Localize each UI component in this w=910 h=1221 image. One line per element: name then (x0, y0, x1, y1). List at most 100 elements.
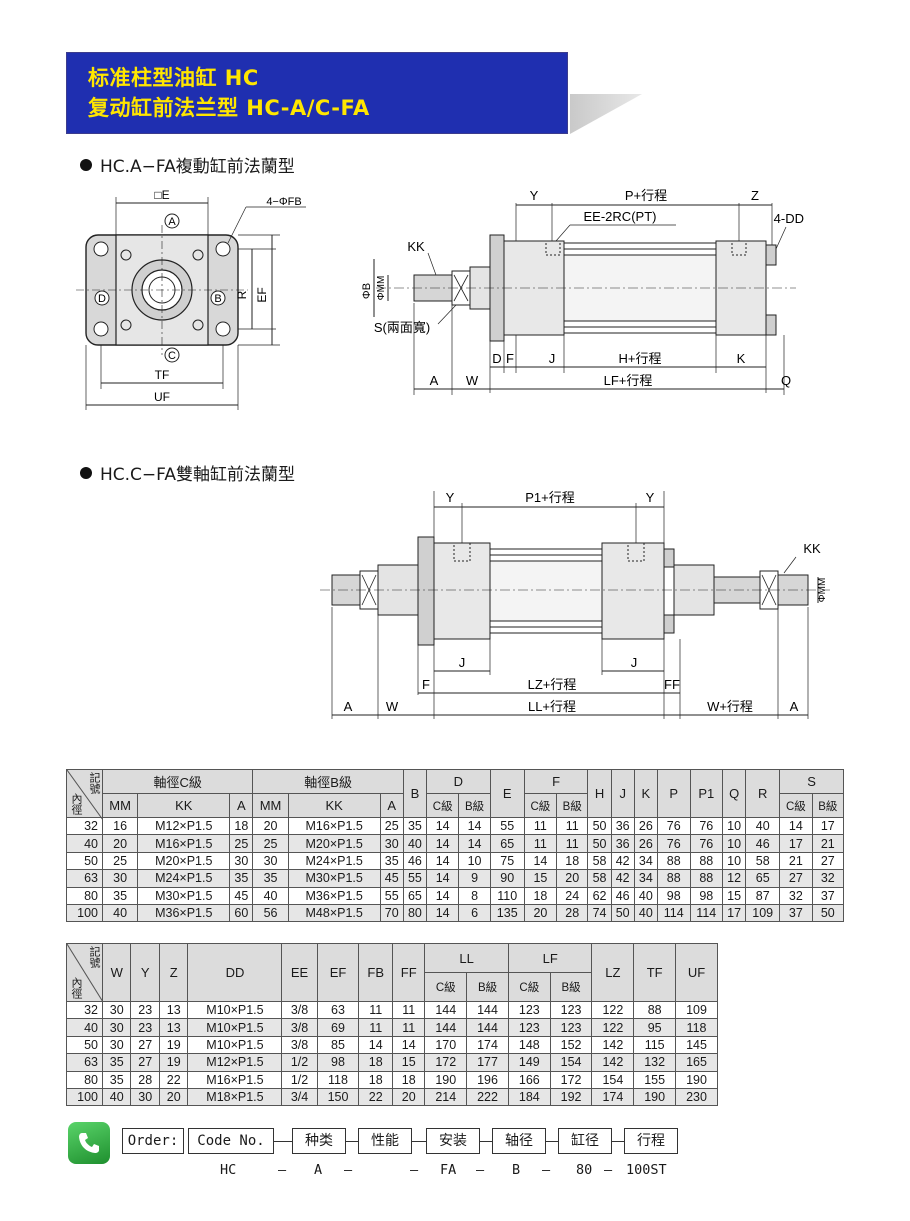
col-H: H (587, 769, 612, 818)
order-dash: — (542, 1162, 551, 1178)
table-cell: 18 (358, 1070, 394, 1089)
dim-DD: 4-DD (774, 211, 804, 226)
table-cell: 166 (507, 1070, 551, 1089)
table-cell: 98 (656, 886, 691, 905)
bore-cell: 63 (66, 1053, 103, 1072)
table-cell: 152 (549, 1035, 593, 1055)
col-B: B (402, 769, 428, 818)
double-rod-drawing: Y P1+行程 Y KK ΦMM J J F LZ+行程 FF A W LL+行… (320, 490, 830, 719)
order-value-stroke: 100ST (626, 1162, 667, 1178)
table-cell: 123 (549, 1018, 593, 1037)
dim-EF: EF (255, 287, 269, 302)
table-cell: 21 (811, 834, 845, 853)
col-D-C: C級 (426, 793, 460, 818)
bore-cell: 32 (66, 816, 103, 836)
table-cell: 6 (458, 903, 491, 923)
table-cell: 14 (426, 851, 460, 871)
dim-Z: Z (751, 188, 759, 203)
table-cell: 35 (379, 851, 404, 871)
table-cell: 20 (523, 903, 558, 923)
bore-cell: 63 (66, 869, 103, 888)
dim-W: W (466, 373, 479, 388)
title-line-2: 复动缸前法兰型 HC-A/C-FA (88, 96, 370, 120)
order-label: Order: (122, 1128, 184, 1154)
table-cell: 26 (633, 816, 658, 836)
bore-box: 缸径 (558, 1128, 612, 1154)
group-S: S (779, 769, 844, 794)
table-cell: 1/2 (281, 1070, 318, 1089)
table-cell: 172 (549, 1070, 593, 1089)
order-dash: — (476, 1162, 485, 1178)
table-cell: 3/8 (281, 1035, 318, 1055)
table-cell: M16×P1.5 (287, 816, 381, 836)
table-cell: 98 (689, 886, 724, 905)
table-cell: 35 (229, 869, 254, 888)
table-cell: 63 (316, 1000, 360, 1020)
table-cell: 62 (587, 886, 612, 905)
label-A: A (168, 216, 176, 228)
table-cell: 69 (316, 1018, 360, 1037)
table-cell: 17 (779, 834, 813, 853)
table-cell: M48×P1.5 (287, 903, 381, 923)
table-cell: 45 (229, 886, 254, 905)
label-D: D (98, 293, 106, 305)
table-cell: 10 (722, 816, 747, 836)
dim-Q: Q (781, 373, 791, 388)
table-cell: 35 (101, 886, 139, 905)
table-cell: 76 (656, 834, 691, 853)
table-cell: 95 (633, 1018, 677, 1037)
table-cell: 15 (392, 1053, 426, 1072)
col-KK-C: KK (137, 793, 231, 818)
dim-W-right: W+行程 (707, 699, 753, 714)
table-cell: 123 (549, 1000, 593, 1020)
table-cell: 58 (587, 851, 612, 871)
table-cell: 25 (229, 834, 254, 853)
table-cell: 3/4 (281, 1087, 318, 1107)
table-cell: 55 (402, 869, 428, 888)
table-cell: 20 (556, 869, 589, 888)
banner-tail-decoration (570, 94, 642, 134)
table-cell: 145 (675, 1035, 718, 1055)
table-cell: 11 (392, 1018, 426, 1037)
col-D-B: B級 (458, 793, 491, 818)
table-cell: 122 (591, 1000, 635, 1020)
table-cell: M16×P1.5 (137, 834, 231, 853)
table-cell: 88 (633, 1000, 677, 1020)
table-cell: 114 (656, 903, 691, 923)
table-cell: 50 (587, 816, 612, 836)
table-cell: 42 (610, 869, 635, 888)
table-cell: 18 (523, 886, 558, 905)
table-cell: 16 (101, 816, 139, 836)
order-dash: — (410, 1162, 419, 1178)
stroke-box: 行程 (624, 1128, 678, 1154)
table-cell: 122 (591, 1018, 635, 1037)
connector (274, 1141, 292, 1142)
table-cell: M10×P1.5 (187, 1018, 283, 1037)
table-cell: 88 (656, 869, 691, 888)
table-cell: 25 (379, 816, 404, 836)
table-cell: 15 (722, 886, 747, 905)
table-cell: 36 (610, 816, 635, 836)
table-cell: 3/8 (281, 1000, 318, 1020)
table-cell: 14 (523, 851, 558, 871)
table-cell: 56 (252, 903, 289, 923)
table-cell: 98 (316, 1053, 360, 1072)
table-cell: 26 (633, 834, 658, 853)
table-cell: 27 (130, 1035, 160, 1055)
table-cell: 40 (101, 903, 139, 923)
table-cell: 30 (101, 1018, 132, 1037)
table-cell: 14 (392, 1035, 426, 1055)
col-EE: EE (281, 943, 318, 1002)
table-cell: 8 (458, 886, 491, 905)
col-LL-B: B級 (466, 972, 509, 1002)
dim-A: A (430, 373, 439, 388)
col-S-C: C級 (779, 793, 813, 818)
table-cell: 123 (507, 1018, 551, 1037)
table-cell: M36×P1.5 (137, 903, 231, 923)
dim-F: F (506, 351, 514, 366)
table-cell: 14 (426, 903, 460, 923)
table-cell: 20 (392, 1087, 426, 1107)
dim-A-right: A (790, 699, 799, 714)
table-cell: 42 (610, 851, 635, 871)
